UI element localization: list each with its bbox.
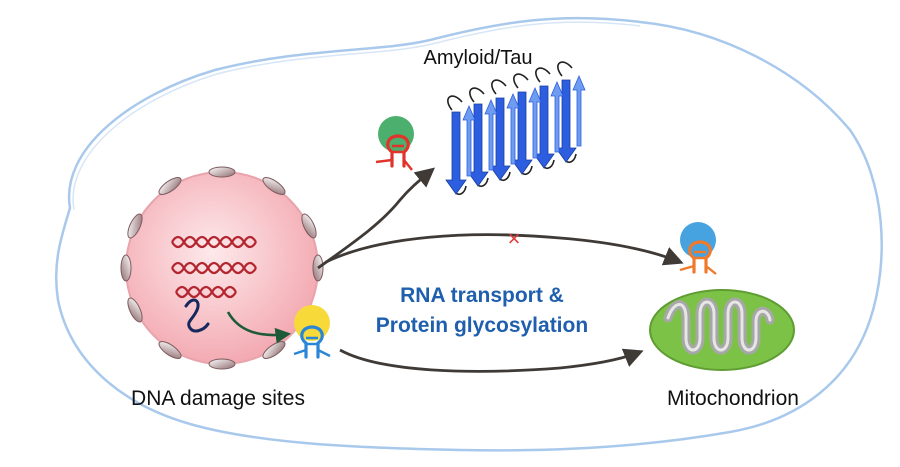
arrow-to-amyloid <box>317 167 436 270</box>
rna-hairpin-icon <box>293 305 331 359</box>
middle-label-line1: RNA transport & <box>400 284 564 307</box>
green-arrow <box>226 311 292 344</box>
arrow-to-mitochondrion <box>339 348 644 373</box>
mitochondrion-icon <box>649 289 795 371</box>
amyloid-fibril-icon <box>445 61 586 196</box>
middle-label-line2: Protein glycosylation <box>376 314 588 337</box>
rna-squiggle-icon <box>184 298 210 333</box>
arrow-to-mitochondrion-blocked <box>325 233 684 266</box>
dna-strands-icon <box>171 235 257 299</box>
dna-damage-label: DNA damage sites <box>131 387 305 410</box>
blocked-x-icon: × <box>508 226 521 251</box>
mito-rna-complex-icon <box>679 222 717 275</box>
mitochondrion-label: Mitochondrion <box>667 387 799 410</box>
amyloid-label: Amyloid/Tau <box>424 47 533 69</box>
amyloid-rna-complex-icon <box>375 116 414 171</box>
nucleus-icon <box>120 166 324 370</box>
